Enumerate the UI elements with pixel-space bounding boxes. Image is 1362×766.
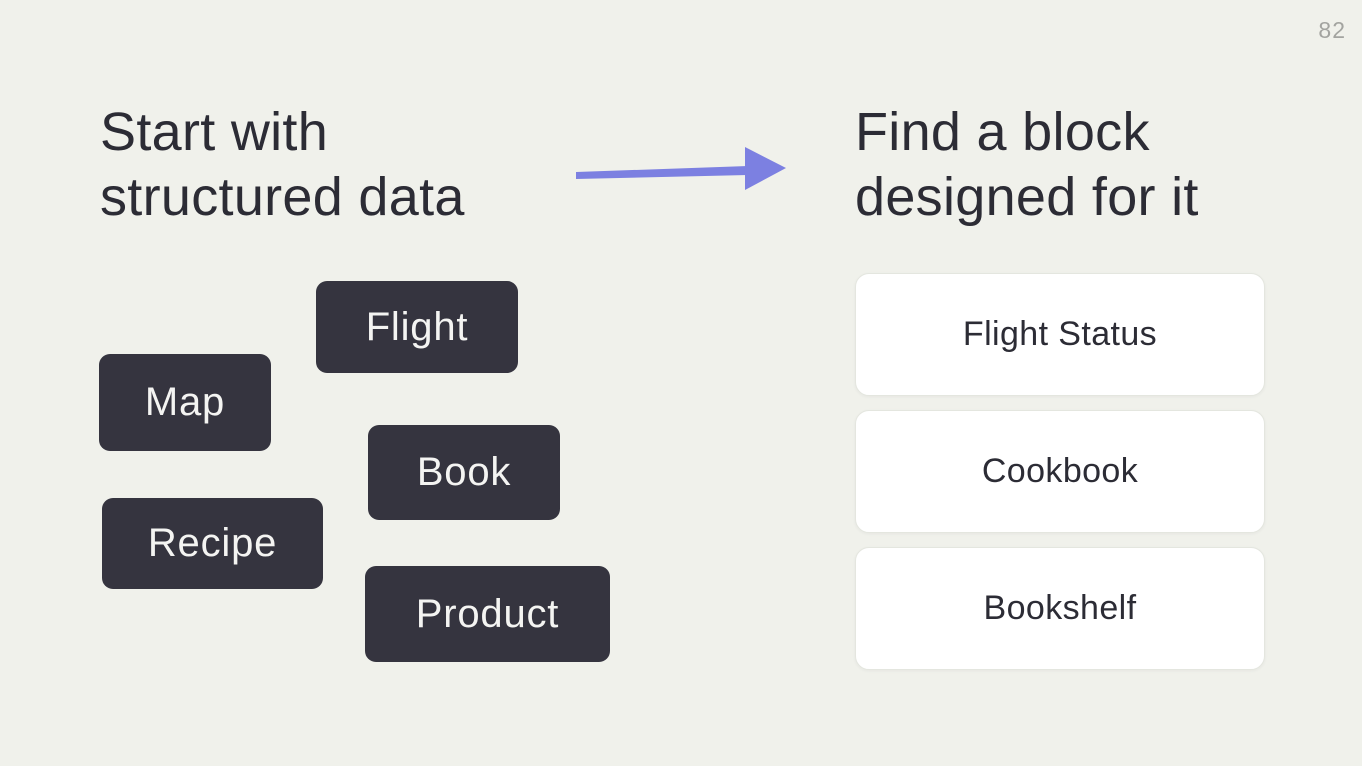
- left-heading-line-1: Start with: [100, 102, 329, 162]
- block-card-bookshelf: Bookshelf: [855, 547, 1265, 670]
- right-arrow-icon: [576, 147, 786, 190]
- page-number: 82: [1318, 17, 1346, 43]
- data-chip-map: Map: [99, 354, 271, 451]
- block-card-cookbook: Cookbook: [855, 410, 1265, 533]
- data-chip-recipe: Recipe: [102, 498, 323, 589]
- data-chip-book: Book: [368, 425, 560, 520]
- left-heading-line-2: structured data: [100, 167, 465, 227]
- block-card-flight-status: Flight Status: [855, 273, 1265, 396]
- right-heading-line-1: Find a block: [855, 102, 1150, 162]
- right-heading-line-2: designed for it: [855, 167, 1199, 227]
- data-chip-flight: Flight: [316, 281, 518, 373]
- data-chip-product: Product: [365, 566, 610, 662]
